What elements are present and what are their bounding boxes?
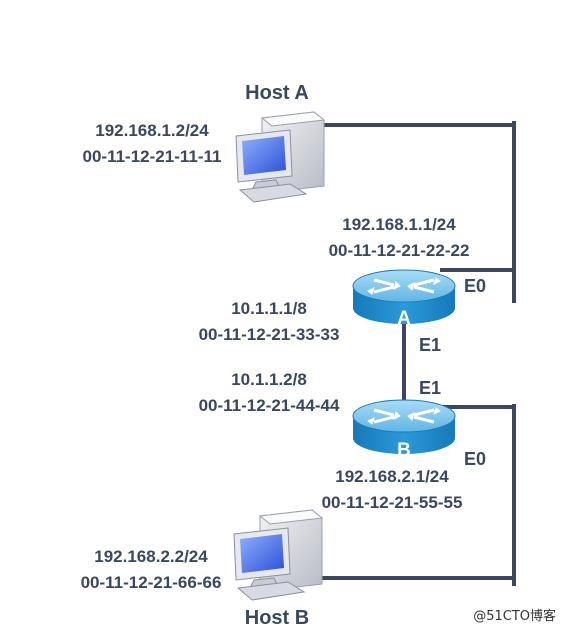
- router-b[interactable]: 10.1.1.2/8 00-11-12-21-44-44 E1 E0 192.1…: [199, 370, 486, 512]
- router-b-e0-ip: 192.168.2.1/24: [335, 467, 449, 486]
- watermark: @51CTO博客: [473, 608, 556, 624]
- router-a-e0-mac: 00-11-12-21-22-22: [329, 241, 470, 260]
- computer-icon: [235, 111, 326, 203]
- router-b-letter: B: [397, 440, 411, 461]
- host-a-ip: 192.168.1.2/24: [95, 121, 209, 140]
- host-b-ip: 192.168.2.2/24: [94, 547, 208, 566]
- router-b-e1-ip: 10.1.1.2/8: [231, 370, 307, 389]
- router-a-letter: A: [397, 308, 411, 329]
- router-a[interactable]: 192.168.1.1/24 00-11-12-21-22-22 10.1.1.…: [199, 215, 486, 355]
- segment-1-wires: [322, 121, 516, 303]
- host-a-name: Host A: [245, 82, 309, 104]
- router-b-e1-label: E1: [419, 378, 441, 398]
- host-a[interactable]: Host A 192.168.1.2/24 00-11-12-21-11-11: [83, 82, 326, 203]
- router-a-e1-mac: 00-11-12-21-33-33: [199, 325, 340, 344]
- router-icon: B: [352, 399, 456, 461]
- router-b-e0-label: E0: [464, 449, 486, 469]
- router-b-e1-mac: 00-11-12-21-44-44: [199, 396, 340, 415]
- segment-2-wires: [322, 404, 516, 586]
- host-b[interactable]: 192.168.2.2/24 00-11-12-21-66-66 Host B: [81, 509, 324, 629]
- computer-icon: [233, 509, 324, 601]
- router-a-e1-ip: 10.1.1.1/8: [231, 299, 307, 318]
- router-a-e0-label: E0: [464, 276, 486, 296]
- host-a-mac: 00-11-12-21-11-11: [83, 147, 222, 166]
- host-b-name: Host B: [245, 607, 309, 629]
- host-b-mac: 00-11-12-21-66-66: [81, 573, 222, 592]
- router-a-e0-ip: 192.168.1.1/24: [342, 215, 456, 234]
- router-icon: A: [352, 269, 456, 329]
- router-a-e1-label: E1: [419, 335, 441, 355]
- router-b-e0-mac: 00-11-12-21-55-55: [322, 493, 463, 512]
